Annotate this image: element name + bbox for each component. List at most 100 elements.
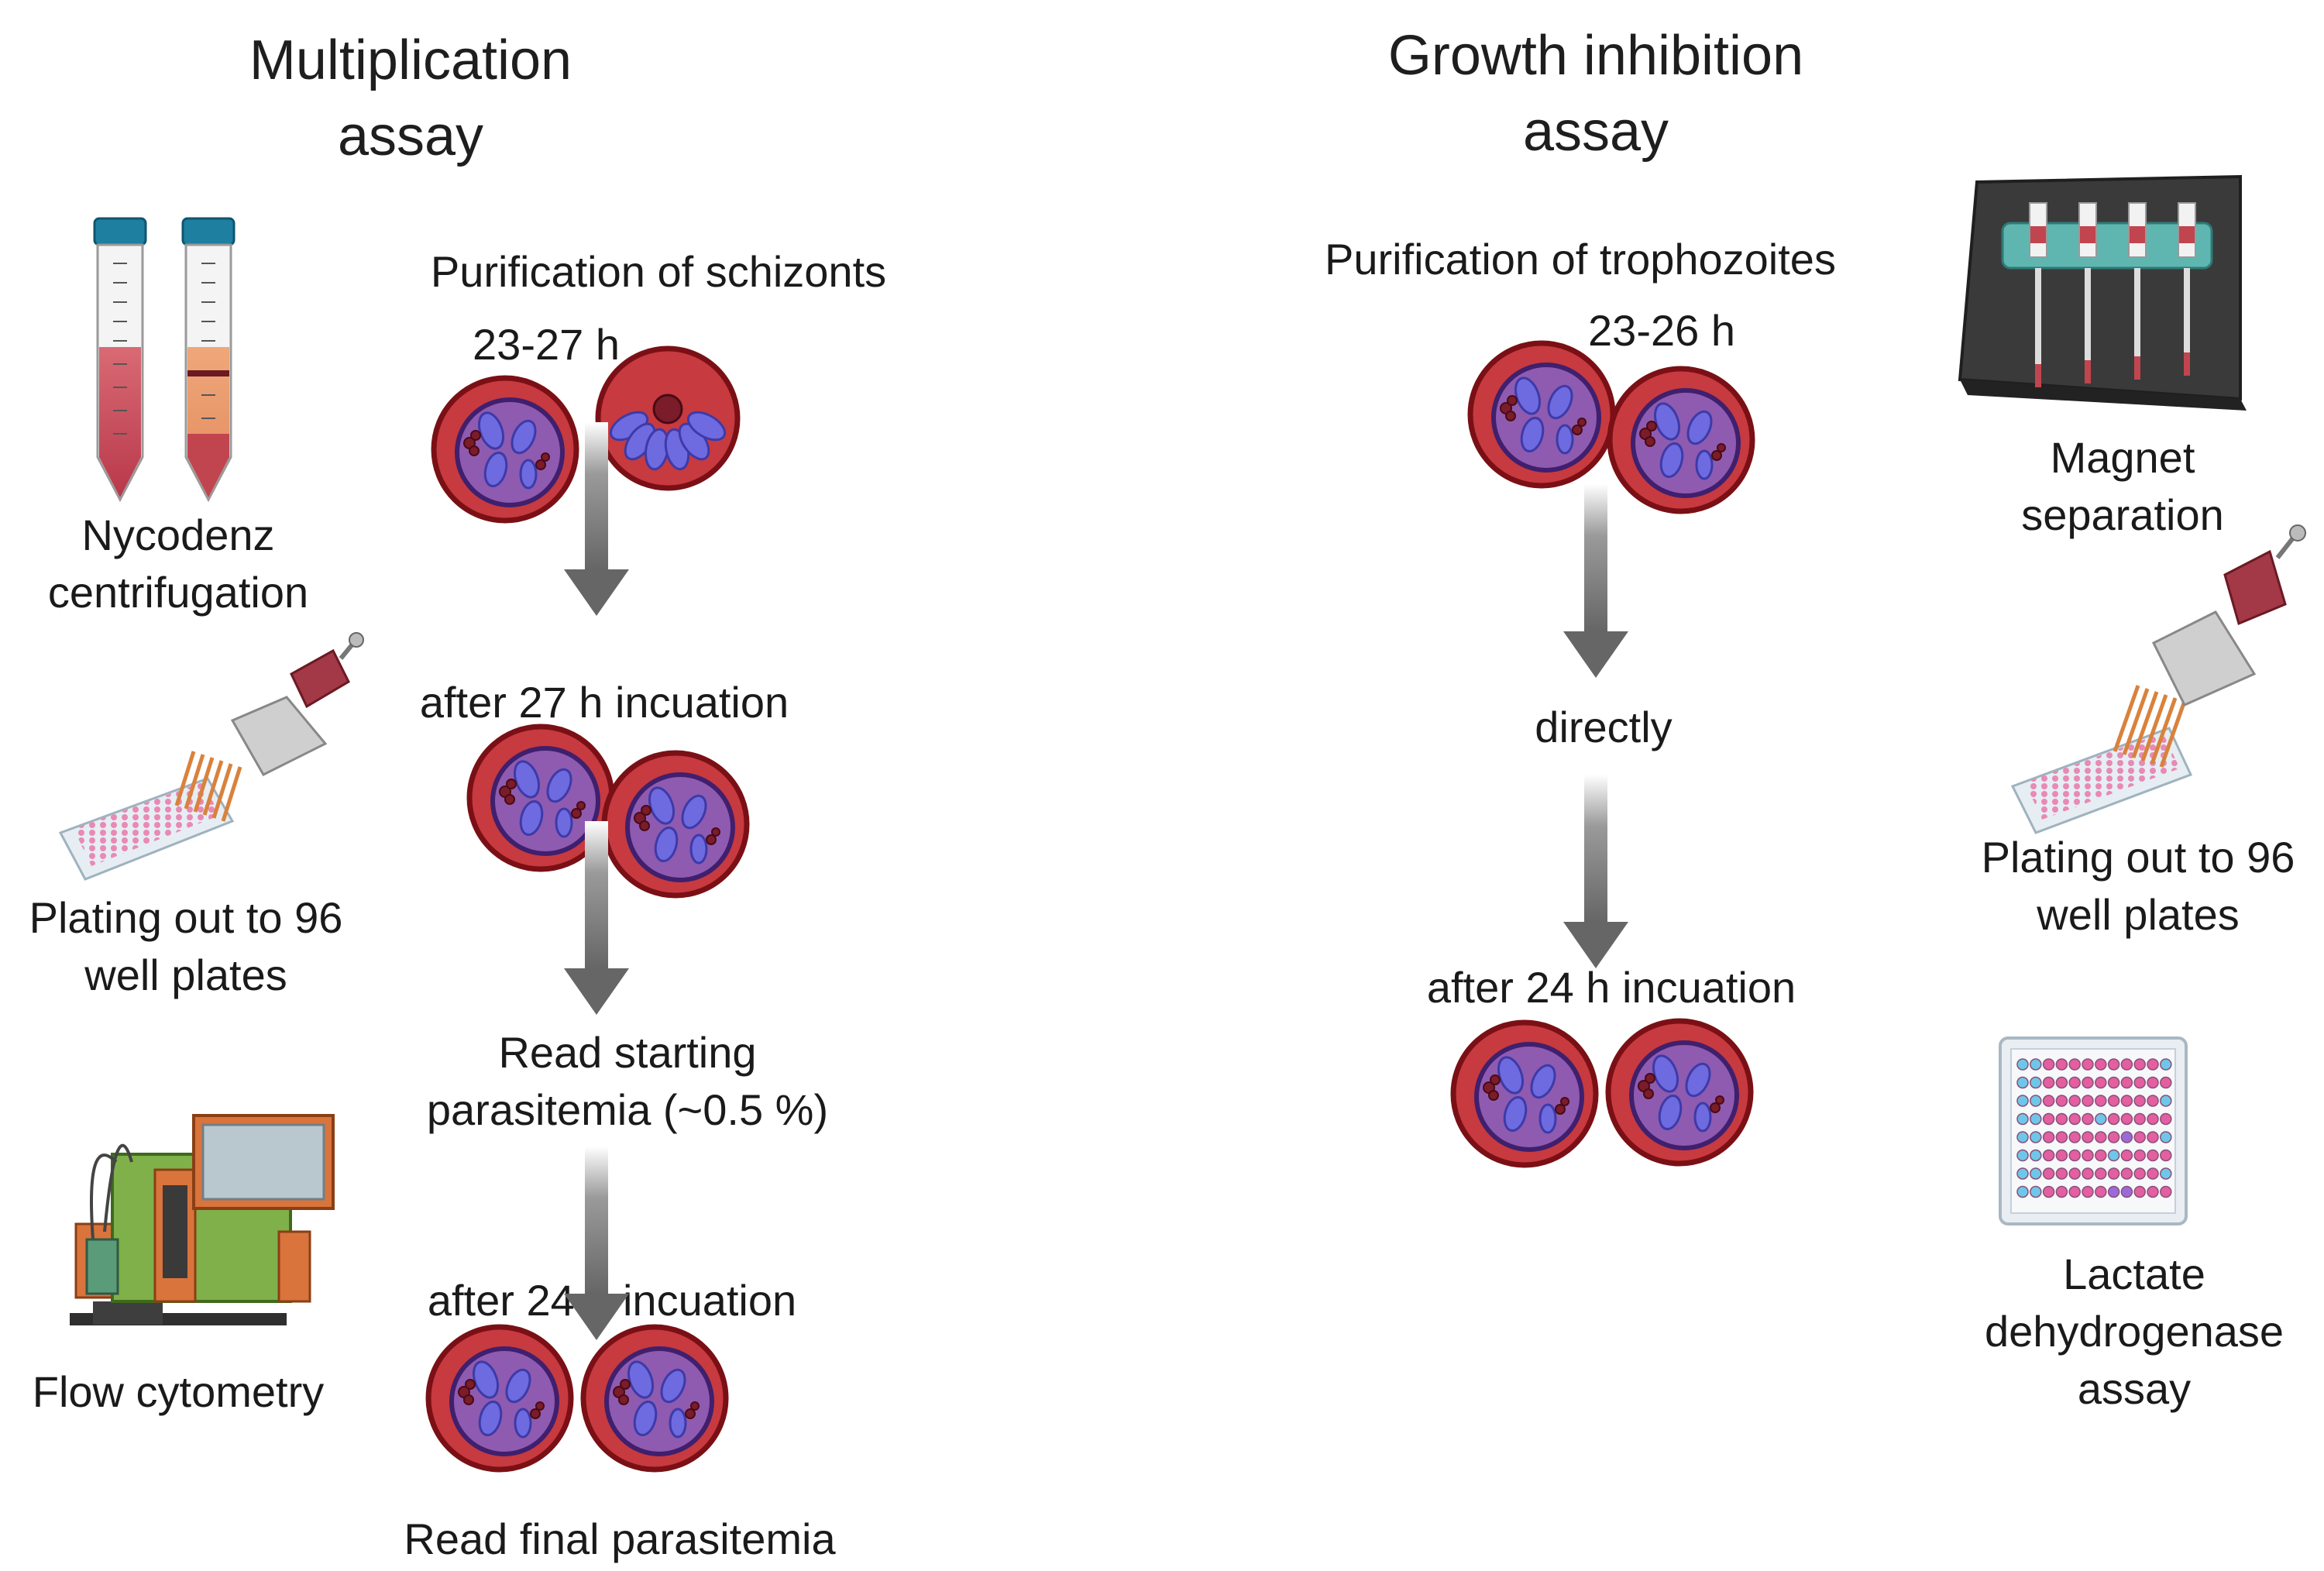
schizont-infected-rbc-1 <box>434 378 576 521</box>
plate-well <box>2133 1058 2146 1071</box>
plate-well <box>2147 1076 2159 1089</box>
plate-well <box>2133 1076 2146 1089</box>
plate-well <box>2133 1185 2146 1198</box>
plate-well <box>2055 1112 2068 1126</box>
multichannel-pipette-icon-left <box>58 632 364 881</box>
plate-well <box>2068 1149 2081 1162</box>
plate-well <box>2147 1149 2159 1162</box>
plate-well <box>2160 1058 2172 1071</box>
growth-time-label: 23-26 h <box>1588 306 1735 355</box>
plate-well <box>2068 1185 2081 1198</box>
tool-label-nycodenz: Nycodenz centrifugation <box>47 510 309 617</box>
flow-cytometer-icon <box>70 1114 335 1325</box>
plate-well <box>2120 1131 2133 1143</box>
tool-label-ldh: Lactate dehydrogenase assay <box>1984 1250 2284 1413</box>
plate-well <box>2082 1131 2094 1143</box>
plate-well <box>2030 1131 2042 1143</box>
plate-well <box>2030 1185 2042 1198</box>
plate-well <box>2133 1131 2146 1143</box>
plate-well <box>2120 1185 2133 1198</box>
growth-step-purification: Purification of trophozoites <box>1325 235 1836 284</box>
plate-well <box>2107 1185 2120 1198</box>
arrow-down-growth-2 <box>1563 775 1628 968</box>
plate-well <box>2082 1058 2094 1071</box>
plate-well <box>2120 1149 2133 1162</box>
plate-well <box>2120 1112 2133 1126</box>
plate-well <box>2016 1131 2029 1143</box>
plate-well <box>2107 1058 2120 1071</box>
tool-label-plating-left: Plating out to 96 well plates <box>29 893 343 999</box>
plate-well <box>2016 1076 2029 1089</box>
rbc-after-24h-2 <box>583 1327 726 1470</box>
growth-title: Growth inhibition assay <box>1387 25 1804 163</box>
plate-well <box>2030 1167 2042 1180</box>
plate-well <box>2030 1058 2042 1071</box>
plate-well <box>2082 1076 2094 1089</box>
plate-well <box>2042 1095 2055 1107</box>
plate-well <box>2042 1058 2055 1071</box>
plate-well <box>2107 1167 2120 1180</box>
plate-well <box>2095 1095 2107 1107</box>
plate-well <box>2082 1095 2094 1107</box>
plate-well <box>2030 1095 2042 1107</box>
plate-well <box>2030 1112 2042 1126</box>
plate-well <box>2133 1167 2146 1180</box>
plate-well <box>2147 1058 2159 1071</box>
plate-well <box>2068 1076 2081 1089</box>
plate-well <box>2042 1112 2055 1126</box>
plate-well <box>2160 1131 2172 1143</box>
plate-well <box>2042 1167 2055 1180</box>
plate-well <box>2082 1149 2094 1162</box>
mult-step-after-27h: after 27 h incuation <box>419 678 789 727</box>
plate-well <box>2133 1095 2146 1107</box>
rbc-after-27h-2 <box>604 753 747 896</box>
plate-well <box>2082 1185 2094 1198</box>
rbc-after-24h-1 <box>428 1327 571 1470</box>
plate-well <box>2016 1112 2029 1126</box>
plate-well <box>2068 1112 2081 1126</box>
rbc-growth-24h-1 <box>1453 1023 1596 1165</box>
plate-well <box>2107 1095 2120 1107</box>
plate-well <box>2107 1076 2120 1089</box>
plate-well <box>2055 1076 2068 1089</box>
schizont-rbc-2 <box>598 349 737 488</box>
plate-well <box>2068 1131 2081 1143</box>
magnet-separation-icon <box>1958 174 2247 411</box>
plate-well <box>2082 1112 2094 1126</box>
plate-well <box>2016 1095 2029 1107</box>
plate-well <box>2120 1058 2133 1071</box>
plate-well <box>2107 1112 2120 1126</box>
plate-well <box>2133 1112 2146 1126</box>
growth-step-directly: directly <box>1535 703 1673 751</box>
plate-well <box>2120 1095 2133 1107</box>
plate-well <box>2016 1058 2029 1071</box>
tool-label-flow-cytometry: Flow cytometry <box>32 1367 325 1416</box>
mult-step-purification: Purification of schizonts <box>430 247 887 296</box>
plate-well <box>2042 1131 2055 1143</box>
plate-well <box>2030 1076 2042 1089</box>
plate-well <box>2055 1185 2068 1198</box>
tool-label-plating-right: Plating out to 96 well plates <box>1981 833 2295 939</box>
plate-well <box>2095 1058 2107 1071</box>
plate-well <box>2016 1185 2029 1198</box>
plate-well <box>2095 1167 2107 1180</box>
troph-rbc-2 <box>1610 369 1752 511</box>
plate-well <box>2055 1058 2068 1071</box>
plate-well <box>2107 1131 2120 1143</box>
mult-step-read-final: Read final parasitemia <box>404 1514 836 1563</box>
plate-well <box>2055 1149 2068 1162</box>
plate-well <box>2068 1095 2081 1107</box>
plate-well <box>2160 1185 2172 1198</box>
plate-well <box>2160 1149 2172 1162</box>
centrifuge-tubes-icon <box>93 217 235 503</box>
plate-well <box>2055 1131 2068 1143</box>
mult-step-read-starting: Read starting parasitemia (~0.5 %) <box>426 1028 829 1134</box>
plate-well <box>2147 1095 2159 1107</box>
plate-well <box>2016 1149 2029 1162</box>
arrow-down-3 <box>564 1146 629 1340</box>
plate-well <box>2095 1131 2107 1143</box>
plate-well <box>2030 1149 2042 1162</box>
plate-well <box>2068 1058 2081 1071</box>
plate-well <box>2160 1167 2172 1180</box>
